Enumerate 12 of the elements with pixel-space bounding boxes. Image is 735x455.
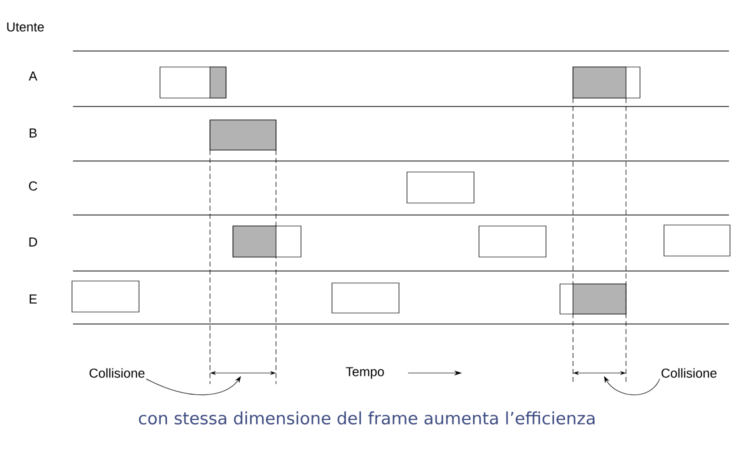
row-label: D bbox=[29, 238, 38, 246]
row-label: E bbox=[30, 294, 37, 304]
row-label: A bbox=[28, 72, 38, 80]
callout-text: Collisione bbox=[90, 368, 144, 378]
row-label: C bbox=[29, 181, 38, 191]
callout-text: Collisione bbox=[662, 368, 716, 378]
caption: con stessa dimensione del frame aumenta l’efficienza bbox=[138, 411, 594, 425]
axis-label: Tempo bbox=[346, 367, 384, 379]
row-label: B bbox=[30, 128, 37, 138]
row-title: Utente bbox=[7, 22, 44, 32]
leader-arrow bbox=[146, 376, 241, 396]
leader-arrow bbox=[604, 376, 660, 396]
